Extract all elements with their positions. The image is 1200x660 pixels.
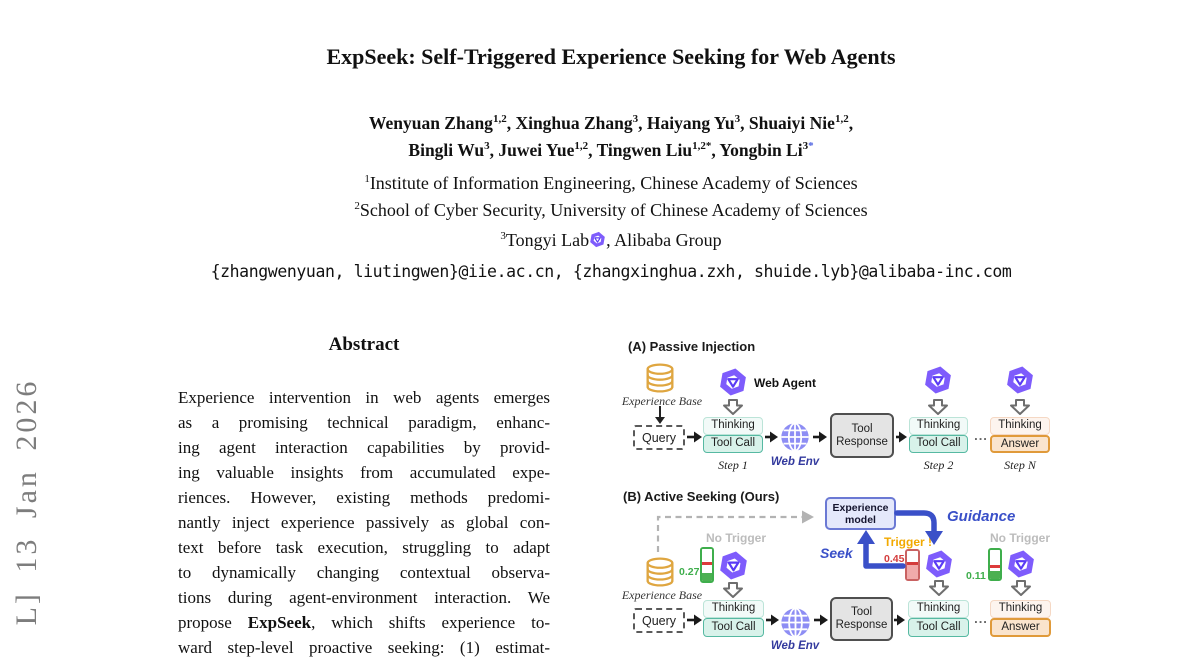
abstract-line: Experience intervention in web agents em… xyxy=(178,388,550,407)
tool-call-box: Tool Call xyxy=(909,435,968,453)
author: Xinghua Zhang3, xyxy=(515,113,647,133)
author: Haiyang Yu3, xyxy=(646,113,749,133)
tool-call-box: Tool Call xyxy=(703,435,763,453)
web-env-label: Web Env xyxy=(770,456,820,468)
experience-base-label: Experience Base xyxy=(621,588,703,602)
arxiv-watermark: L] 13 Jan 2026 xyxy=(10,378,43,626)
step-1-label: Step 1 xyxy=(718,458,748,472)
abstract-line: tions during agent-environment interacti… xyxy=(178,588,550,607)
affiliation-1: 1Institute of Information Engineering, C… xyxy=(364,173,858,193)
author: Tingwen Liu1,2*, xyxy=(596,140,720,160)
web-env-label: Web Env xyxy=(770,640,820,652)
thinking-box: Thinking xyxy=(703,600,764,618)
seek-arrow-head xyxy=(857,530,875,544)
experience-base-icon xyxy=(645,362,675,394)
thinking-box: Thinking xyxy=(990,417,1050,435)
tool-response-box: Tool Response xyxy=(830,597,893,641)
thinking-box: Thinking xyxy=(990,600,1051,618)
no-trigger-label: No Trigger xyxy=(706,531,767,545)
tool-response-box: Tool Response xyxy=(830,413,894,458)
trigger-score: 0.11 xyxy=(966,570,986,582)
web-agent-icon xyxy=(718,550,749,581)
web-agent-icon xyxy=(718,367,748,397)
thinking-box: Thinking xyxy=(909,417,968,435)
answer-box: Answer xyxy=(990,618,1051,637)
affiliation-2: 2School of Cyber Security, University of… xyxy=(354,200,868,220)
abstract-line-propose: propose ExpSeek, which shifts experience… xyxy=(178,613,550,632)
web-agent-icon xyxy=(1005,365,1035,395)
abstract-line: ing valuable insights from accumulated e… xyxy=(178,463,550,482)
abstract-heading: Abstract xyxy=(328,334,400,355)
step-n-label: Step N xyxy=(1004,458,1036,472)
authors-line-1: Wenyuan Zhang1,2, Xinghua Zhang3, Haiyan… xyxy=(11,113,1200,134)
trigger-score: 0.27 xyxy=(679,566,700,578)
experience-base-icon xyxy=(645,556,675,588)
ellipsis: ... xyxy=(974,611,988,626)
seek-label: Seek xyxy=(820,545,853,561)
abstract-line: nantly inject experience passively as gl… xyxy=(178,513,550,532)
trigger-gauge xyxy=(988,548,1002,581)
paper-title: ExpSeek: Self-Triggered Experience Seeki… xyxy=(326,44,896,69)
thinking-box: Thinking xyxy=(703,417,763,435)
experience-model-box: Experience model xyxy=(825,497,896,530)
abstract-line: ing agent interaction capabilities by pr… xyxy=(178,438,550,457)
answer-box: Answer xyxy=(990,435,1050,453)
corresponding-author-star: * xyxy=(808,140,814,153)
experience-base-label: Experience Base xyxy=(621,394,703,408)
guidance-arrow xyxy=(894,510,937,534)
trigger-gauge xyxy=(700,547,714,583)
panel-a-heading: (A) Passive Injection xyxy=(628,339,756,354)
abstract-text: Experience intervention in web agents em… xyxy=(178,385,550,660)
web-env-icon xyxy=(780,607,811,638)
tongyi-lab-icon xyxy=(589,231,606,248)
hollow-down-arrow xyxy=(723,580,1031,598)
tool-call-box: Tool Call xyxy=(703,618,764,637)
authors-line-2: Bingli Wu3, Juwei Yue1,2, Tingwen Liu1,2… xyxy=(11,140,1200,161)
abstract-line: text before task execution, struggling t… xyxy=(178,538,550,557)
dashed-arrow-head xyxy=(802,510,814,524)
method-name: ExpSeek xyxy=(247,613,312,632)
no-trigger-label: No Trigger xyxy=(990,531,1051,545)
step-2-label: Step 2 xyxy=(923,458,954,472)
web-agent-icon xyxy=(924,549,954,579)
trigger-score: 0.45 xyxy=(884,553,905,565)
web-agent-icon xyxy=(1006,549,1036,579)
abstract-line: as a promising technical paradigm, enhan… xyxy=(178,413,550,432)
ellipsis: ... xyxy=(974,428,988,443)
author-emails: {zhangwenyuan, liutingwen}@iie.ac.cn, {z… xyxy=(210,262,1012,281)
hollow-down-arrow xyxy=(723,399,1030,415)
trigger-label: Trigger ! xyxy=(884,535,933,549)
panel-b-heading: (B) Active Seeking (Ours) xyxy=(623,489,780,504)
abstract-line: riences. However, existing methods predo… xyxy=(178,488,550,507)
author: Shuaiyi Nie1,2, xyxy=(748,113,854,133)
query-box: Query xyxy=(633,425,685,450)
tool-call-box: Tool Call xyxy=(908,618,969,637)
web-agent-icon xyxy=(923,365,953,395)
thinking-box: Thinking xyxy=(908,600,969,618)
web-agent-label: Web Agent xyxy=(754,376,816,390)
author: Bingli Wu3, xyxy=(408,140,499,160)
query-box: Query xyxy=(633,608,685,633)
author: Juwei Yue1,2, xyxy=(498,140,597,160)
trigger-gauge-alert xyxy=(905,549,920,581)
guidance-label: Guidance xyxy=(947,508,1016,525)
abstract-line: to dynamically changing contextual obser… xyxy=(178,563,550,582)
author: Wenyuan Zhang1,2, xyxy=(368,113,516,133)
web-env-icon xyxy=(780,422,810,452)
affiliation-3: 3Tongyi Lab, Alibaba Group xyxy=(500,230,722,250)
author: Yongbin Li3* xyxy=(719,140,814,160)
